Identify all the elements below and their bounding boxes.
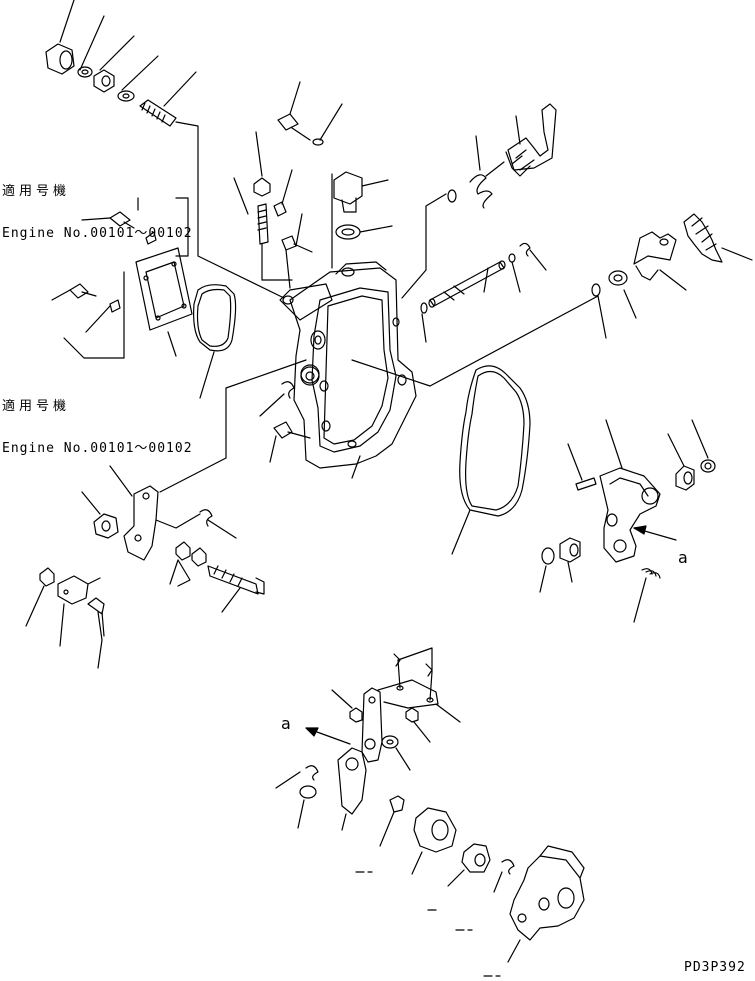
- leader-line: [176, 122, 284, 298]
- square-o-ring: [194, 285, 236, 398]
- lever-plunger: [506, 104, 556, 176]
- applicability-serial: Engine No.00101～00102: [2, 226, 193, 241]
- washer-part: [118, 91, 134, 101]
- leader-line: [352, 296, 598, 386]
- stud-part: [140, 100, 176, 126]
- applicability-bracket-bottom: [64, 272, 124, 358]
- applicability-note-top: 適用号機 Engine No.00101～00102: [2, 157, 193, 255]
- applicability-title: 適用号機: [2, 399, 71, 414]
- bolt-part: [270, 422, 310, 462]
- coil-spring-part: [684, 214, 752, 262]
- nut-part: [332, 690, 362, 722]
- governor-shaft: [429, 261, 505, 307]
- e-clip-part: [520, 243, 546, 270]
- lock-washer-part: [86, 300, 120, 332]
- applicability-bracket-top: [138, 198, 188, 256]
- shaft-lever-part: [634, 232, 686, 290]
- washer-part: [313, 104, 342, 145]
- nut-flange-part: [82, 492, 118, 538]
- nut-part: [301, 367, 319, 385]
- gasket-part: [336, 225, 392, 239]
- stud-part: [234, 178, 292, 280]
- washer-part: [692, 420, 715, 472]
- ring-part: [592, 284, 606, 338]
- top-bolt-part: [278, 82, 310, 140]
- nut-part: [254, 132, 270, 196]
- bolt-part: [88, 598, 104, 668]
- pin-part: [568, 444, 596, 490]
- e-clip-part: [494, 860, 514, 892]
- ring-part: [402, 190, 456, 298]
- bolt-part: [208, 566, 264, 612]
- bushing-part: [668, 434, 694, 490]
- washer-part: [382, 736, 410, 770]
- washer-part: [609, 271, 636, 318]
- view-ref-right: a: [678, 548, 688, 567]
- view-ref-lower: a: [281, 714, 291, 733]
- housing-gasket: [452, 366, 530, 554]
- top-left-fastener-stack: [46, 0, 196, 126]
- governor-housing: [280, 262, 416, 478]
- nut-part: [176, 542, 190, 560]
- leader-line: [170, 560, 190, 586]
- applicability-serial: Engine No.00101～00102: [2, 441, 193, 456]
- e-clip-part: [276, 766, 318, 788]
- view-arrow-lower: [306, 728, 350, 744]
- bolt-part: [82, 212, 134, 228]
- washer-part: [78, 67, 92, 77]
- lower-housing-part: [508, 846, 584, 962]
- bushing-part: [560, 538, 580, 582]
- spring-clip-part: [634, 569, 660, 622]
- spacer-part: [274, 170, 292, 216]
- applicability-title: 適用号機: [2, 184, 71, 199]
- cap-nut-part: [46, 44, 74, 74]
- pin-part: [421, 303, 427, 342]
- applicability-note-bottom: 適用号機 Engine No.00101～00102: [2, 372, 193, 470]
- bushing-part: [448, 844, 490, 886]
- lock-washer-part: [146, 232, 156, 244]
- nut-part: [192, 548, 206, 566]
- leader-line: [160, 360, 306, 492]
- pin-part: [380, 796, 404, 846]
- nut-part: [94, 70, 114, 92]
- nut-part: [406, 708, 430, 742]
- nut-part: [26, 568, 54, 626]
- bracket-part: [110, 466, 200, 560]
- figure-code: PD3P392: [684, 960, 746, 975]
- bolt-part: [282, 214, 312, 288]
- washer-part: [298, 786, 316, 828]
- flange-bushing-part: [412, 808, 456, 874]
- ring-part: [509, 254, 520, 292]
- joint-block-part: [58, 576, 100, 646]
- view-arrow-right: [634, 526, 676, 540]
- e-clip-part: [260, 382, 294, 416]
- gasket-plate: [136, 248, 192, 356]
- lever-plate-part: [338, 748, 366, 830]
- lever-housing-part: [600, 420, 660, 562]
- bolt-part: [52, 284, 96, 300]
- washer-part: [540, 548, 554, 592]
- plug-part: [334, 172, 388, 212]
- e-clip-part: [200, 510, 236, 538]
- spring-part: [470, 136, 504, 208]
- link-lever-part: [362, 648, 460, 762]
